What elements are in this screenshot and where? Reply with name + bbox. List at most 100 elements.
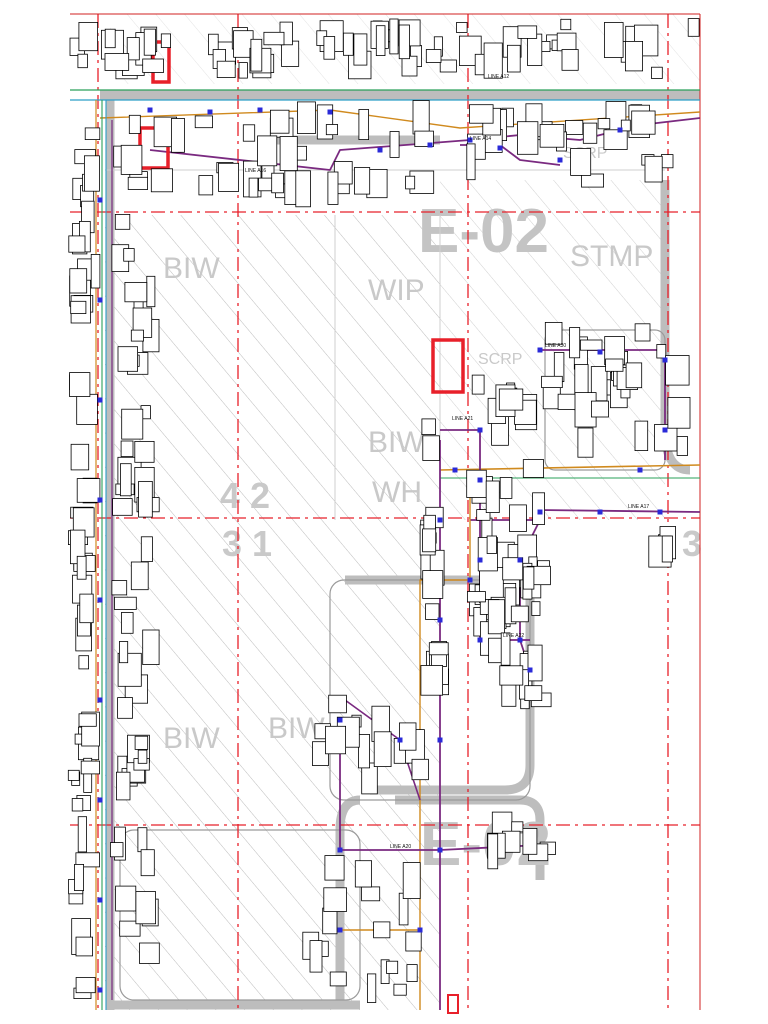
equipment-callout-box [487,599,505,635]
equipment-callout-box [80,760,100,775]
equipment-callout-box [422,435,440,461]
equipment-callout-box [466,591,486,603]
bus-node [97,987,103,993]
highlight-bottom [447,994,459,1014]
equipment-callout-box [77,53,88,69]
bus-node [97,597,103,603]
equipment-callout-box [70,443,90,471]
bus-node [637,467,643,473]
equipment-callout-box [393,983,407,996]
equipment-callout-box [425,49,442,63]
equipment-callout-box [405,931,422,952]
equipment-callout-box [114,596,137,610]
equipment-callout-box [425,603,440,620]
zone-label-biw-wh-1: BIW [368,426,425,459]
equipment-callout-box [121,408,144,440]
equipment-callout-box [560,18,572,31]
equipment-callout-box [358,109,369,141]
equipment-callout-box [295,170,311,208]
equipment-callout-box [130,329,144,342]
equipment-callout-box [309,940,323,973]
equipment-callout-box [119,920,141,937]
equipment-callout-box [325,725,347,755]
line-label-a22: LINE A22 [503,633,524,639]
grid-label-3-right: 3 [682,523,702,564]
equipment-callout-box [146,275,156,308]
equipment-callout-box [582,122,598,144]
equipment-callout-box [406,964,418,982]
equipment-callout-box [499,665,524,686]
equipment-callout-box [71,798,84,812]
equipment-callout-box [402,862,421,899]
equipment-callout-box [517,121,539,155]
equipment-callout-box [556,32,577,52]
equipment-callout-box [296,101,316,134]
line-labels: LINE A14 LINE A12 LINE A16 LINE A30 LINE… [245,74,649,850]
bus-orange-down [419,470,471,1010]
equipment-callout-box [580,339,603,351]
equipment-callout-box [322,907,338,935]
bus-node [662,427,668,433]
equipment-callout-box [78,713,97,727]
equipment-callout-box [84,155,100,192]
bus-node [477,427,483,433]
equipment-callout-box [135,891,156,925]
equipment-callout-box [634,420,649,452]
equipment-callout-box [78,21,99,52]
equipment-callout-box [70,300,87,314]
equipment-callout-box [522,566,535,590]
equipment-callout-box [527,33,543,66]
equipment-callout-box [389,131,400,158]
equipment-callout-box [422,570,444,599]
equipment-callout-box [126,37,140,61]
bus-node [377,147,383,153]
equipment-callout-box [498,388,524,411]
equipment-callout-box [539,124,565,148]
equipment-callout-box [127,176,148,190]
equipment-callout-box [354,860,372,888]
bus-node [477,477,483,483]
equipment-callout-box [130,561,149,591]
equipment-callout-box [488,637,503,664]
equipment-callout-box [76,555,87,580]
equipment-callout-box [83,757,93,793]
equipment-callout-box [137,749,148,764]
equipment-callout-box [499,477,513,499]
equipment-callout-box [375,25,386,57]
equipment-callout-box [218,162,240,192]
equipment-callout-box [532,492,545,525]
equipment-callout-box [625,362,643,389]
equipment-callout-box [373,731,392,767]
equipment-callout-box [140,849,155,877]
equipment-callout-box [160,33,172,49]
equipment-callout-box [631,110,656,135]
equipment-callout-box [84,127,101,141]
equipment-callouts [67,18,700,1003]
bus-node [97,897,103,903]
equipment-callout-box [120,144,143,175]
equipment-callout-box [620,119,631,132]
equipment-callout-box [483,42,503,79]
equipment-callout-box [439,59,457,73]
bus-node [662,357,668,363]
line-label-a16: LINE A16 [245,168,266,174]
equipment-callout-box [116,771,131,801]
equipment-callout-box [687,18,700,37]
equipment-callout-box [117,697,133,719]
line-label-a21: LINE A21 [452,416,473,422]
equipment-callout-box [324,855,345,881]
equipment-callout-box [139,942,160,964]
equipment-callout-box [74,864,85,892]
line-label-a14: LINE A14 [470,136,491,142]
equipment-callout-box [500,632,511,666]
bus-node [337,847,343,853]
equipment-callout-box [412,100,430,135]
zone-label-wip: WIP [368,274,425,307]
outline-lower-block [119,829,361,1001]
equipment-callout-box [138,480,153,518]
bus-node [437,847,443,853]
equipment-callout-box [428,642,449,656]
bus-node [97,497,103,503]
line-label-a12: LINE A12 [488,74,509,80]
